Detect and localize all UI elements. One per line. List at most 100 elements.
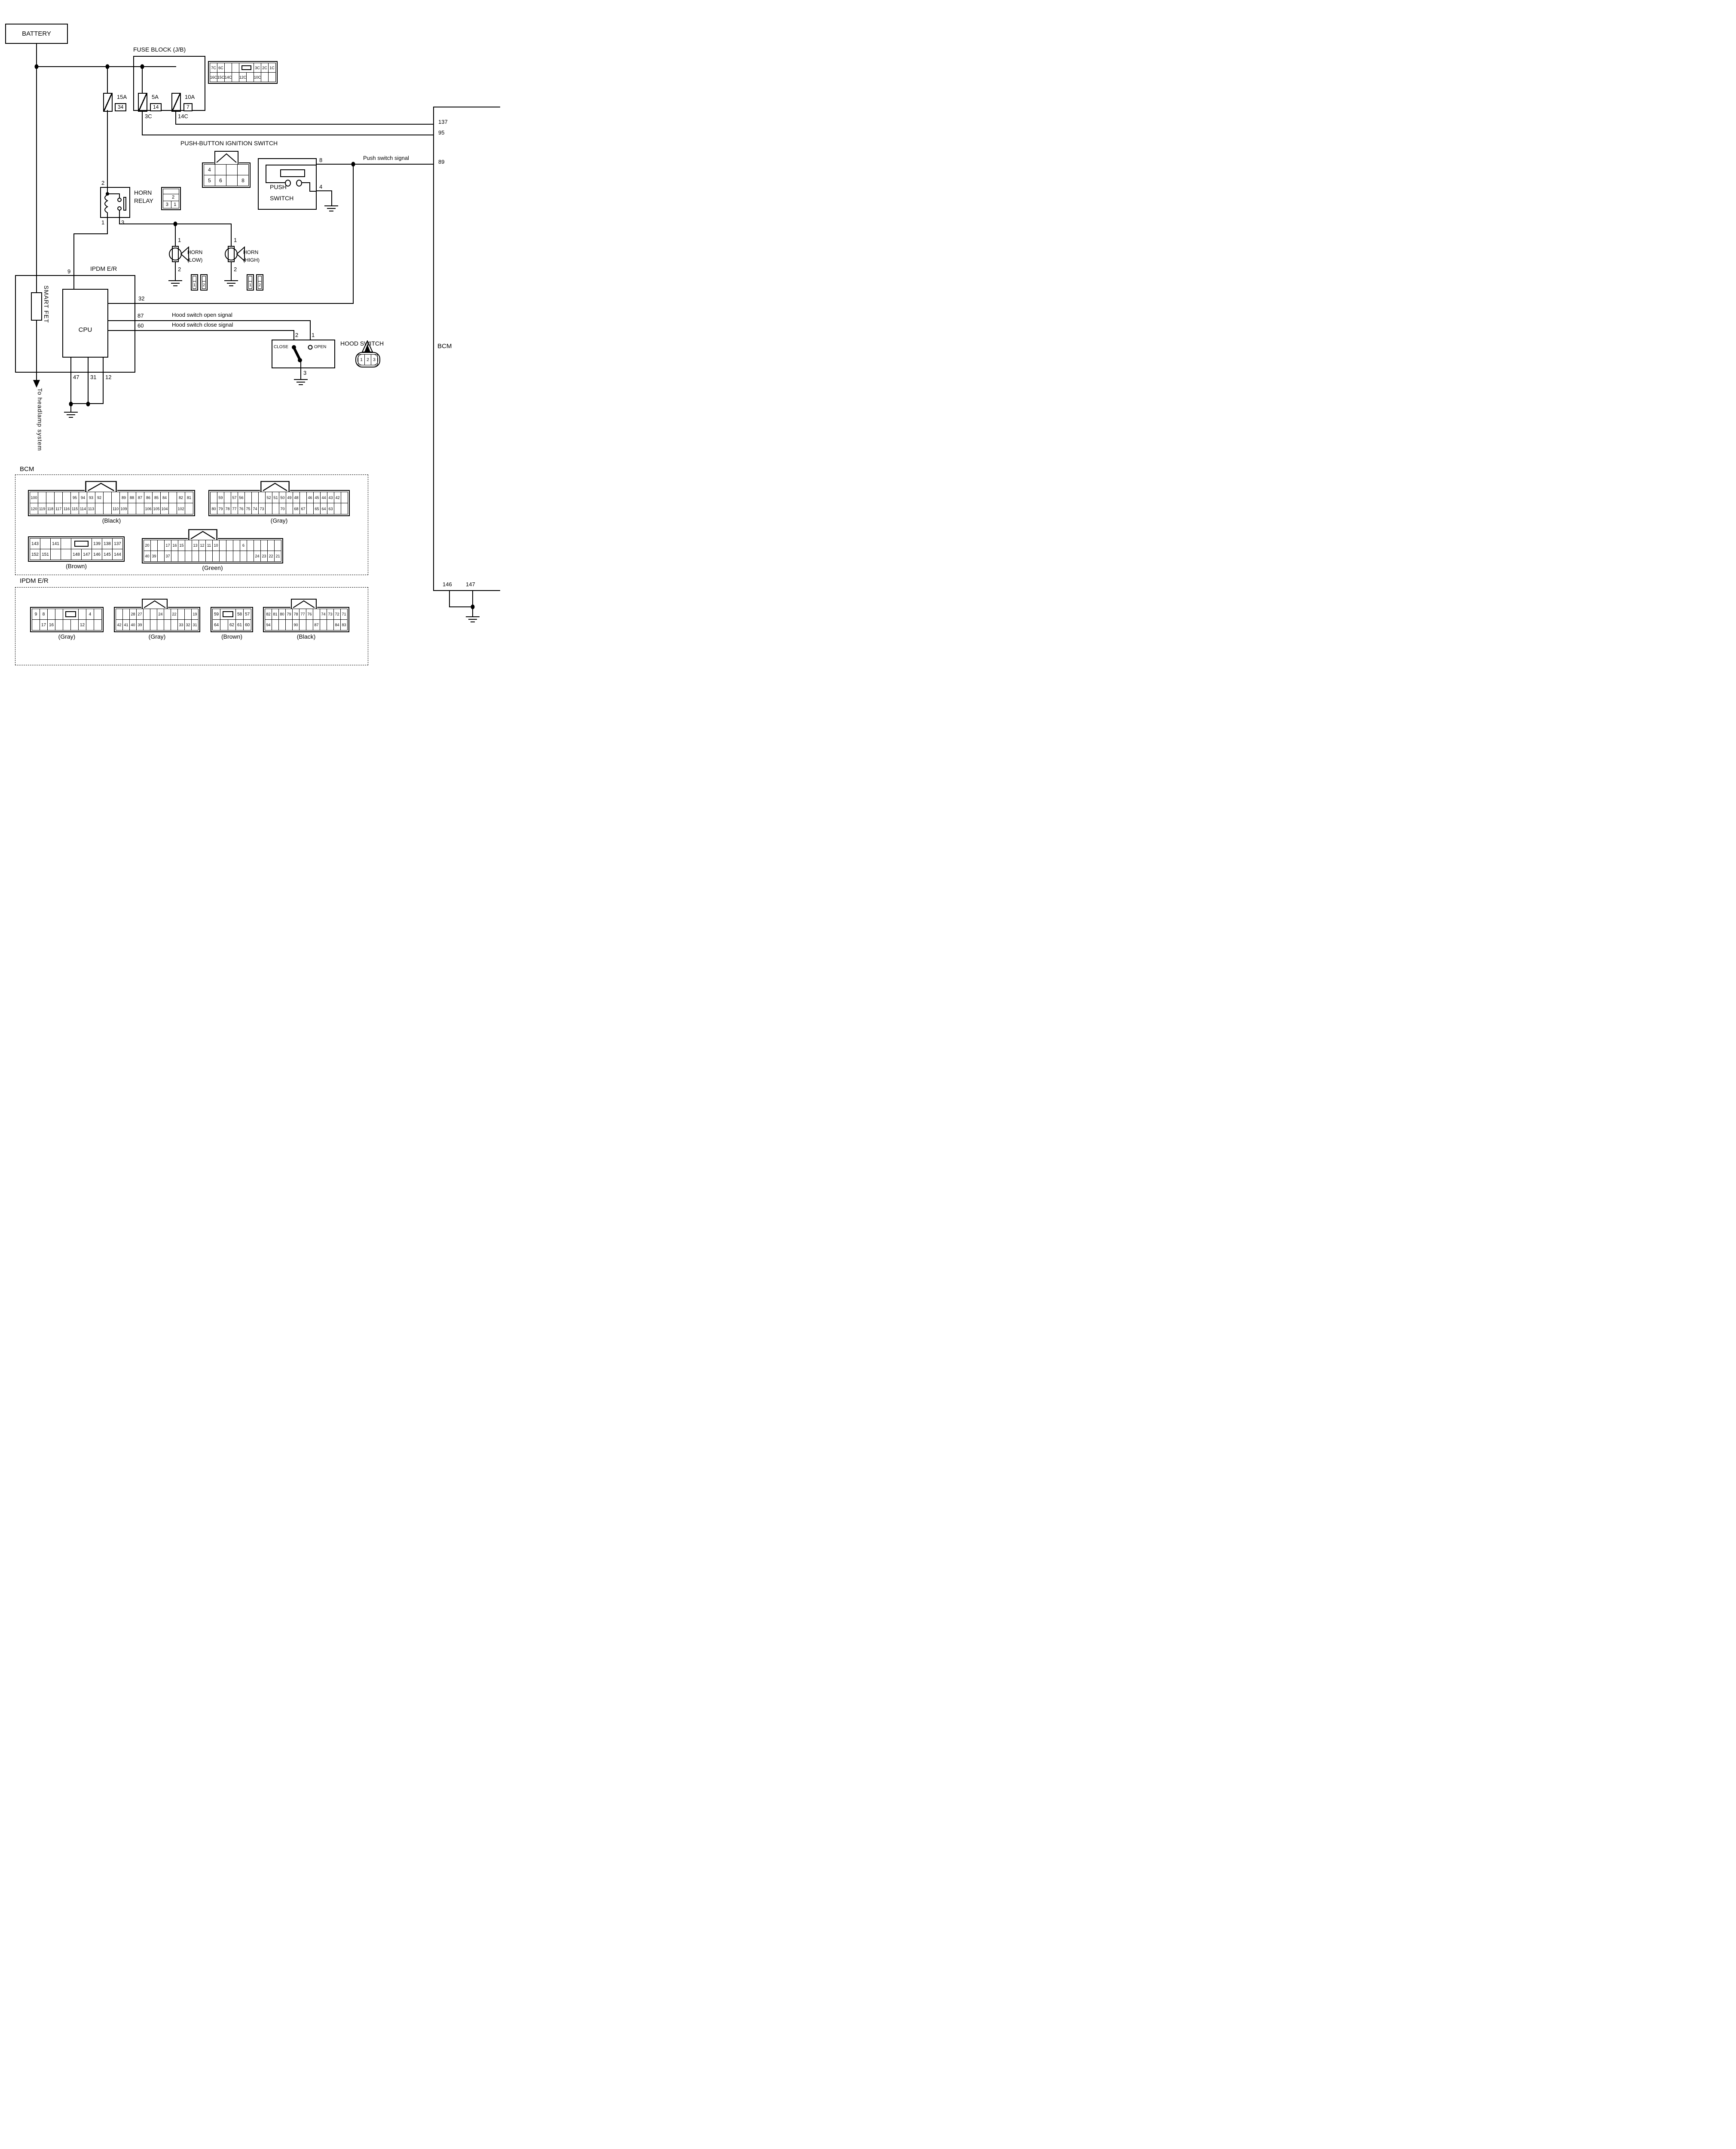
horn-low-connector-2: 2 (200, 274, 208, 291)
connector-pin-cell (61, 538, 71, 549)
connector-pin-cell: 151 (40, 549, 51, 560)
connector-color-label: (Black) (296, 633, 316, 640)
pin-label-bcm-89: 89 (438, 159, 445, 165)
connector-pin-cell: 3C (254, 63, 261, 73)
connector-pin-cell (40, 538, 51, 549)
connector-pin-cell: 106 (144, 503, 153, 514)
connector-pin-cell: 49 (286, 492, 293, 503)
pin-label-hood-2: 2 (295, 332, 299, 338)
connector-pin-cell: 61 (235, 619, 244, 631)
connector-pin-cell: 59 (217, 492, 224, 503)
connector-pin-cell: 15C (217, 72, 225, 82)
connector-pin-cell (63, 609, 79, 620)
hood-connector-pointer (361, 340, 373, 352)
connector-pin-cell (261, 72, 269, 82)
wire (331, 190, 332, 205)
connector-pin-cell (232, 63, 239, 73)
wire-signal-down (353, 164, 354, 304)
connector-pin-cell (50, 549, 61, 560)
hood-open-label: OPEN (314, 345, 327, 349)
wire-bcm147 (472, 591, 473, 616)
connector-pin-cell: 87 (136, 492, 144, 503)
connector-pin-cell (306, 503, 314, 514)
connector-color-label: (Brown) (65, 563, 87, 569)
connector-pin-cell (164, 619, 171, 631)
connector-pin-cell (299, 619, 306, 631)
hood-conn-cell: 2 (364, 354, 371, 365)
connector-pin-cell: 89 (119, 492, 128, 503)
connector-pin-cell: 93 (87, 492, 95, 503)
connector-pin-cell: 39 (136, 619, 144, 631)
connector-pin-cell: 105 (152, 503, 161, 514)
connector-pin-cell: 145 (102, 549, 113, 560)
connector-pin-cell (226, 175, 238, 186)
connector-pin-cell: 7C (210, 63, 217, 73)
push-contact (296, 180, 302, 187)
connector-pin-cell: 11 (205, 540, 213, 551)
hood-switch-box: CLOSE OPEN (272, 340, 335, 368)
wire (36, 321, 37, 373)
connector-pin-cell: 138 (102, 538, 113, 549)
fuse-15a-symbol (103, 93, 113, 112)
connector-pin-cell: 6 (240, 540, 247, 551)
connector-pin-cell (185, 540, 192, 551)
wire (309, 191, 316, 192)
ground-symbol (294, 379, 308, 387)
pin-label-hood-3: 3 (303, 370, 307, 376)
connector-pin-cell: 115 (70, 503, 79, 514)
pin-label-bcm-146: 146 (443, 581, 452, 588)
connector-pin-cell (55, 619, 63, 631)
pin-label-ipdm-9: 9 (67, 268, 71, 275)
connector-pin-cell: 22 (171, 609, 178, 620)
connector-pin-cell (313, 609, 320, 620)
connector-pin-cell: 62 (228, 619, 236, 631)
connector-pin-cell (240, 551, 247, 562)
connector-pin-cell: 10 (212, 540, 220, 551)
connector-pin-cell: 56 (238, 492, 245, 503)
fuse-block-label: FUSE BLOCK (J/B) (133, 46, 186, 53)
battery-box: BATTERY (5, 24, 68, 44)
battery-label: BATTERY (22, 30, 51, 37)
horn-relay-connector: 2 3 1 (161, 187, 181, 210)
connector-pin-cell: 8 (237, 175, 249, 186)
connector-pin-cell: 94 (79, 492, 87, 503)
pin-label-ipdm-87: 87 (138, 312, 144, 319)
connector-pin-cell (205, 551, 213, 562)
connector-pin-cell: 33 (177, 619, 185, 631)
fuse-rating: 15A (117, 94, 127, 100)
pin-label-bcm-137: 137 (438, 119, 448, 125)
connector-pin-cell (70, 619, 79, 631)
connector-pin-cell (219, 540, 226, 551)
connector-pin-cell (103, 503, 112, 514)
wire (317, 190, 332, 191)
connector-color-label: (Gray) (148, 633, 166, 640)
connector-pin-cell: 2C (261, 63, 269, 73)
fuse-rating: 10A (185, 94, 195, 100)
connector-pin-cell (251, 492, 259, 503)
connector-pin-cell: 15 (178, 540, 185, 551)
horn-low-connector-1: 1 (191, 274, 198, 291)
connector-pin-cell (103, 492, 112, 503)
hood-conn-cell: 3 (371, 354, 378, 365)
connector-pin-cell (86, 619, 94, 631)
connector-pin-cell: 78 (292, 609, 300, 620)
connector-pin-cell (226, 540, 233, 551)
wire (310, 320, 311, 340)
wire (142, 66, 143, 93)
connector-pin-cell: 44 (320, 492, 327, 503)
connector-pin-cell: 68 (293, 503, 300, 514)
wire (70, 404, 71, 412)
connector-pin-cell: 72 (333, 609, 341, 620)
connector-pin-cell: 24 (157, 609, 164, 620)
connector-pin-cell: 17 (164, 540, 171, 551)
connector-pin-cell (278, 619, 286, 631)
hood-open-signal-label: Hood switch open signal (172, 312, 232, 318)
connector-pin-cell (61, 549, 71, 560)
connector-pin-cell: 21 (274, 551, 281, 562)
connector-pin-cell (94, 619, 102, 631)
connector-pin-cell: 16 (47, 619, 55, 631)
connector-pin-cell (164, 609, 171, 620)
ipdm-section-box (15, 587, 368, 665)
wire-push8-to-bcm89 (317, 164, 433, 165)
